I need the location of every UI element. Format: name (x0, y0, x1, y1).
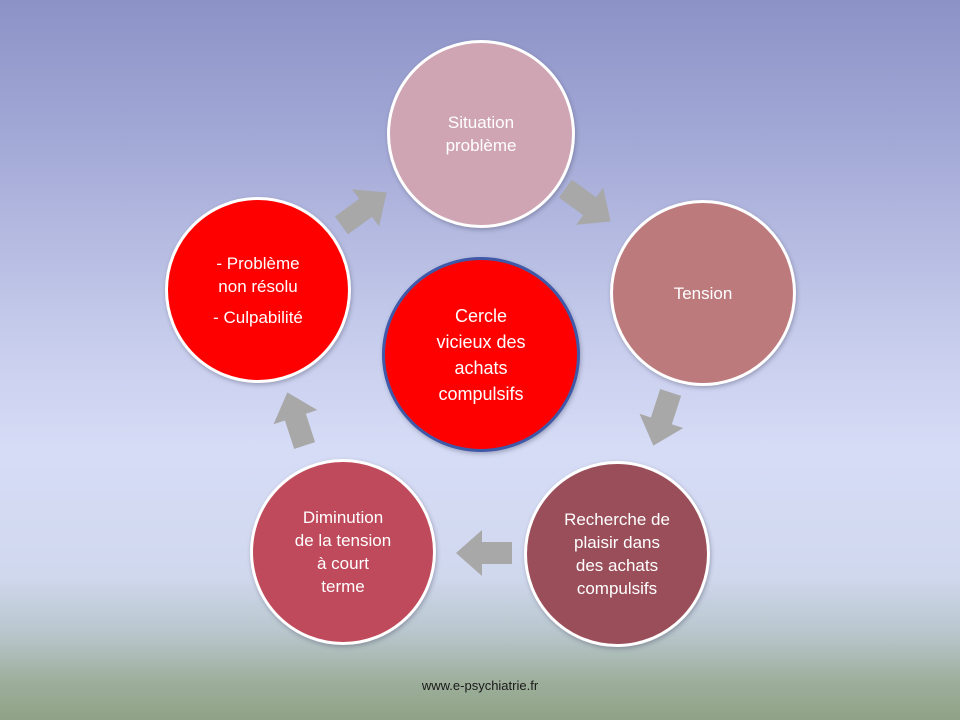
center-label-line: vicieux des (436, 331, 526, 352)
arrow-right-icon (328, 174, 400, 244)
node-label-line: plaisir dans (574, 533, 660, 552)
node-probleme-culpabilite: - Problème non résolu - Culpabilité (165, 197, 351, 383)
node-label-line: - Culpabilité (213, 307, 303, 327)
node-label-line: Recherche de (564, 510, 670, 529)
center-label-line: compulsifs (438, 383, 524, 404)
node-label-line: Tension (673, 283, 733, 303)
node-situation-probleme: Situation problème (387, 40, 575, 228)
footer-website: www.e-psychiatrie.fr (421, 678, 539, 693)
node-label-line: - Problème (216, 253, 300, 273)
node-label-line: à court (317, 554, 369, 573)
node-label-line: terme (321, 577, 365, 596)
node-diminution-tension: Diminution de la tension à court terme (250, 459, 436, 645)
node-label-line: des achats (575, 556, 659, 575)
node-label-line: Situation (447, 113, 515, 132)
arrow-right-icon (456, 530, 512, 576)
node-tension: Tension (610, 200, 796, 386)
arrow-right-icon (265, 385, 326, 452)
center-label-line: Cercle (454, 305, 507, 326)
center-node-cercle-vicieux: Cercle vicieux des achats compulsifs (382, 257, 580, 452)
node-label-line: compulsifs (576, 579, 658, 598)
node-label-line: problème (445, 136, 517, 155)
arrow-right-icon (552, 170, 624, 240)
node-label-line: Diminution (302, 508, 384, 527)
arrow-right-icon (631, 385, 692, 452)
node-recherche-plaisir: Recherche de plaisir dans des achats com… (524, 461, 710, 647)
node-label-line: de la tension (294, 531, 392, 550)
node-label-line: non résolu (218, 276, 298, 296)
center-label-line: achats (454, 357, 508, 378)
